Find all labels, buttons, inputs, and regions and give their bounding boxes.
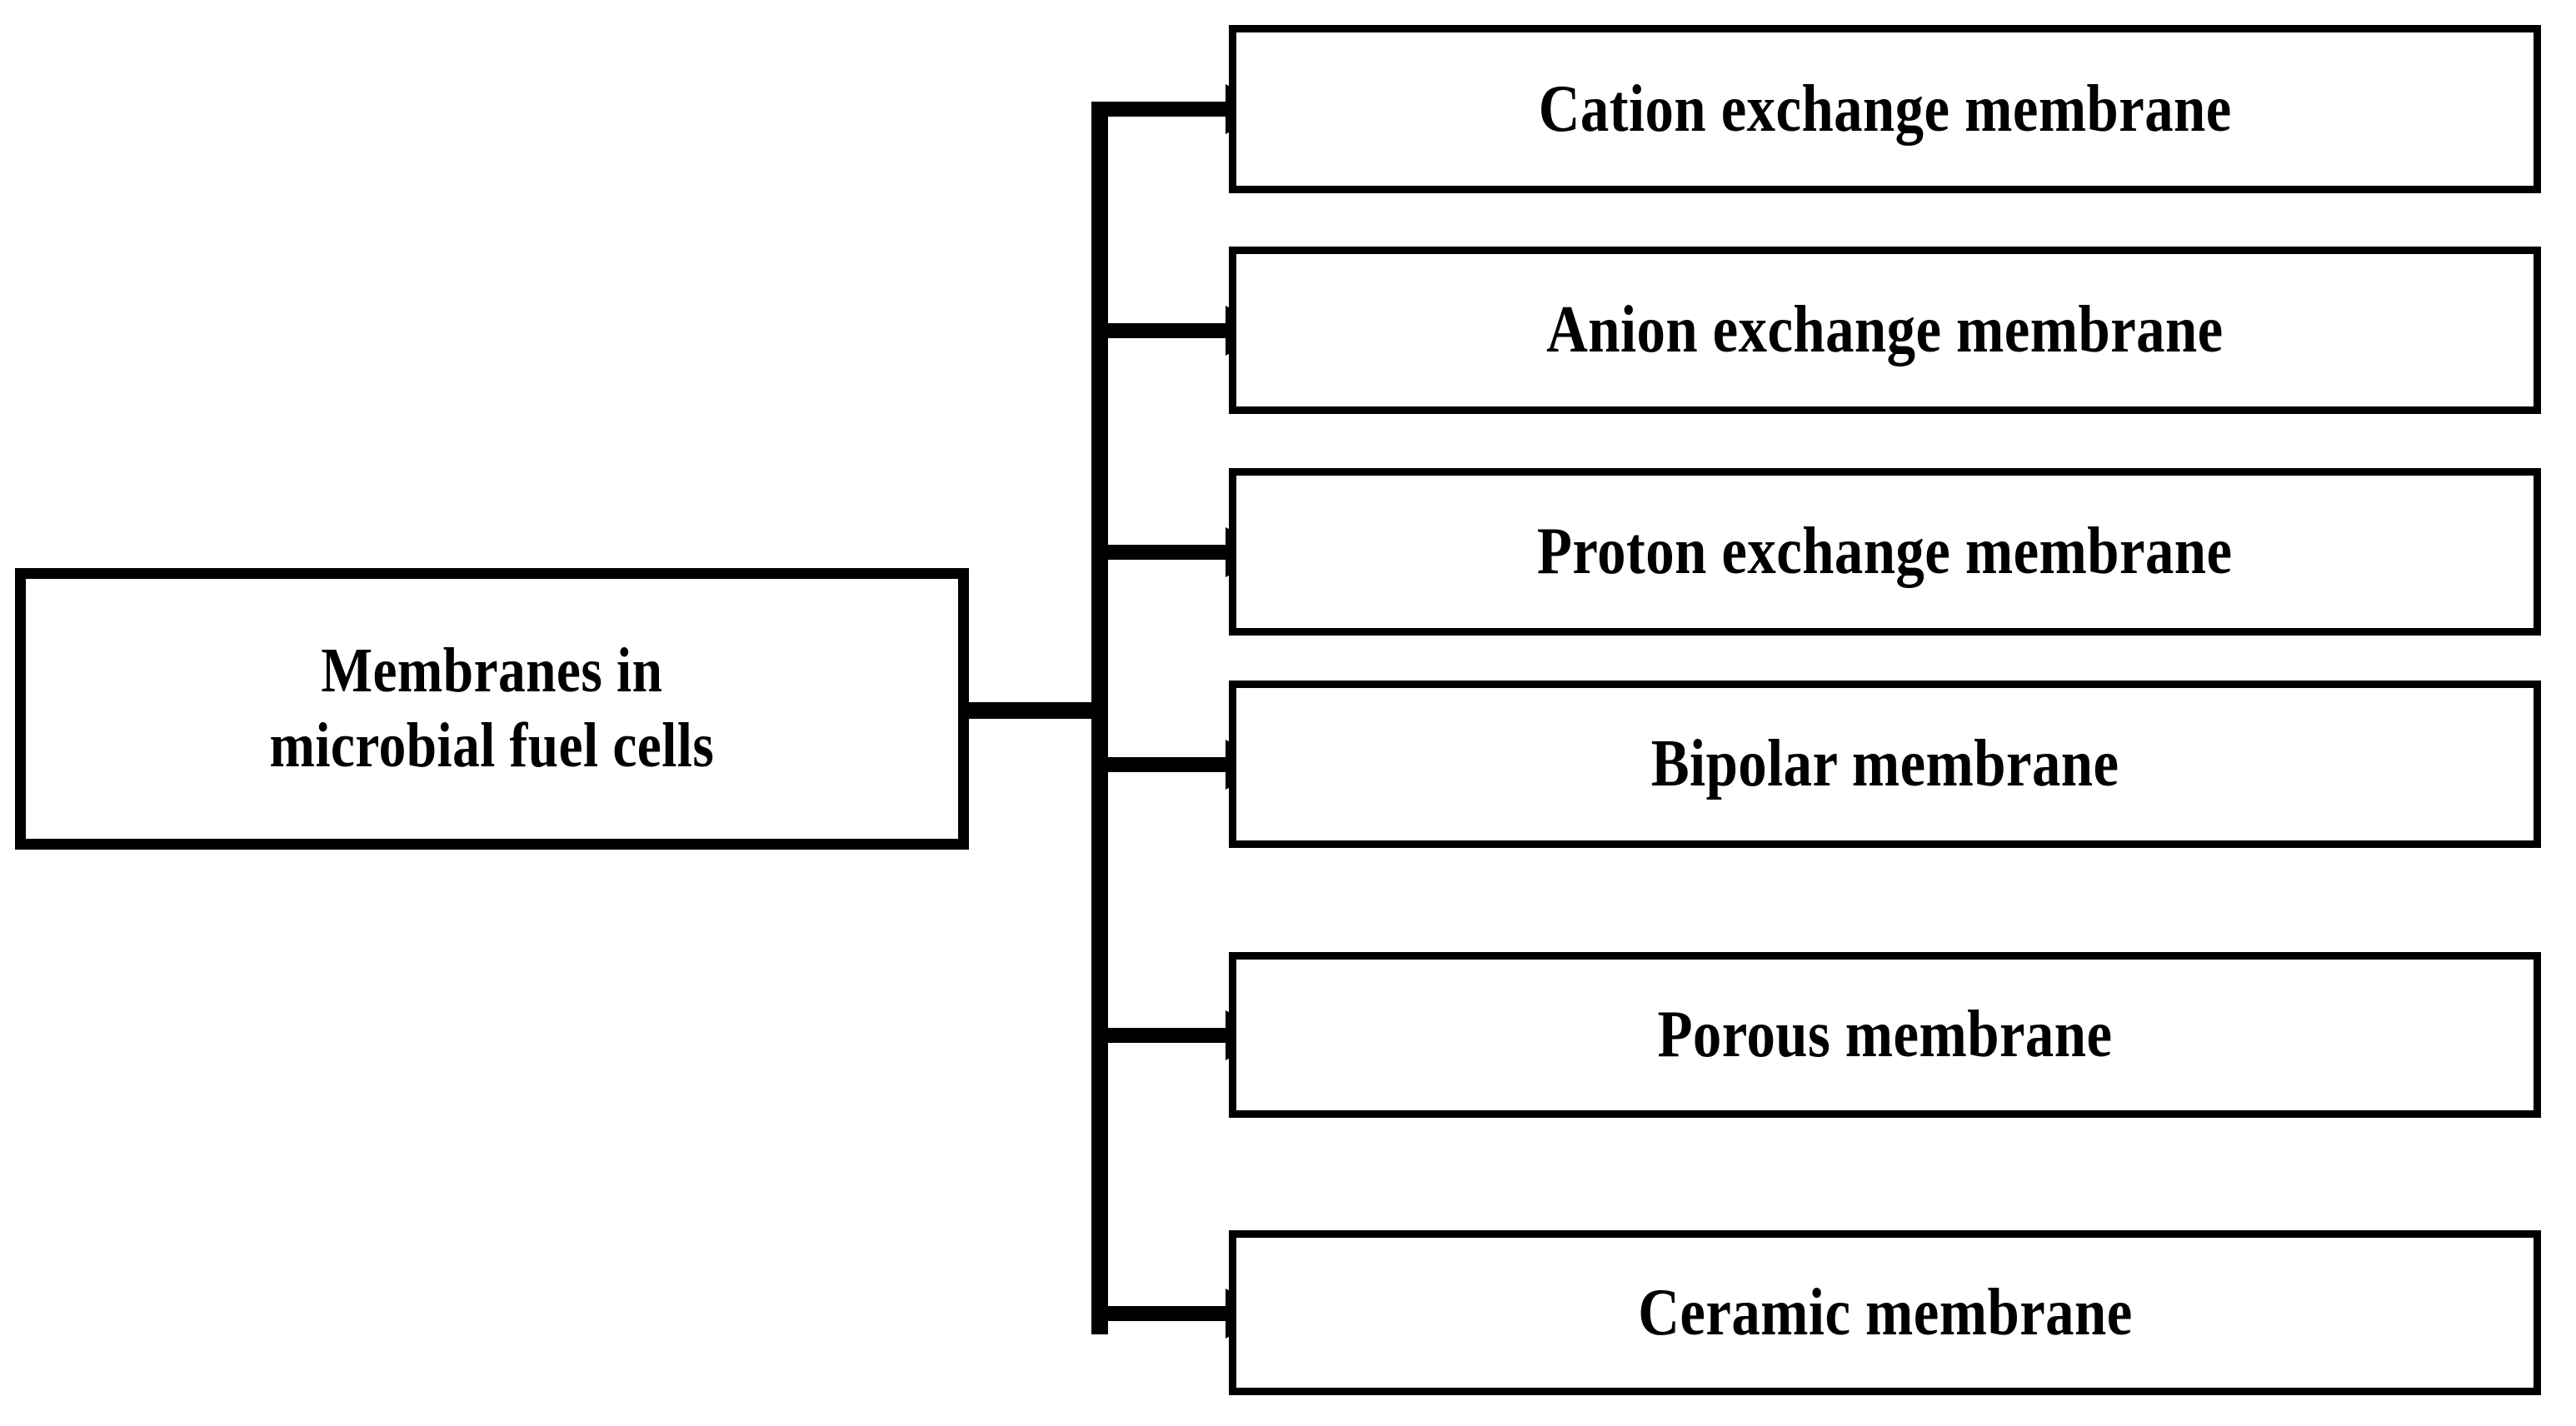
arrow-to-child-4 xyxy=(1104,757,1229,772)
arrow-to-child-5 xyxy=(1104,1028,1229,1043)
child-node-label: Anion exchange membrane xyxy=(1546,293,2224,367)
arrow-to-child-2 xyxy=(1104,323,1229,338)
child-node-label: Bipolar membrane xyxy=(1650,727,2119,801)
arrow-to-child-3 xyxy=(1104,545,1229,560)
root-node-label: Membranes in microbial fuel cells xyxy=(269,636,715,780)
arrow-to-child-1 xyxy=(1104,102,1229,117)
child-node-ceramic-membrane[interactable]: Ceramic membrane xyxy=(1229,1230,2541,1395)
child-node-porous-membrane[interactable]: Porous membrane xyxy=(1229,952,2541,1118)
branch-spine-line xyxy=(1091,102,1108,1334)
child-node-label: Porous membrane xyxy=(1657,998,2113,1072)
child-node-anion-exchange-membrane[interactable]: Anion exchange membrane xyxy=(1229,247,2541,414)
child-node-proton-exchange-membrane[interactable]: Proton exchange membrane xyxy=(1229,468,2541,636)
child-node-cation-exchange-membrane[interactable]: Cation exchange membrane xyxy=(1229,25,2541,193)
child-node-label: Proton exchange membrane xyxy=(1537,515,2233,589)
child-node-label: Cation exchange membrane xyxy=(1538,72,2232,146)
root-node-membranes-in-microbial-fuel-cells[interactable]: Membranes in microbial fuel cells xyxy=(15,568,969,850)
child-node-label: Ceramic membrane xyxy=(1637,1275,2133,1349)
arrow-to-child-6 xyxy=(1104,1306,1229,1321)
child-node-bipolar-membrane[interactable]: Bipolar membrane xyxy=(1229,681,2541,848)
root-connector-stub xyxy=(965,702,1108,719)
